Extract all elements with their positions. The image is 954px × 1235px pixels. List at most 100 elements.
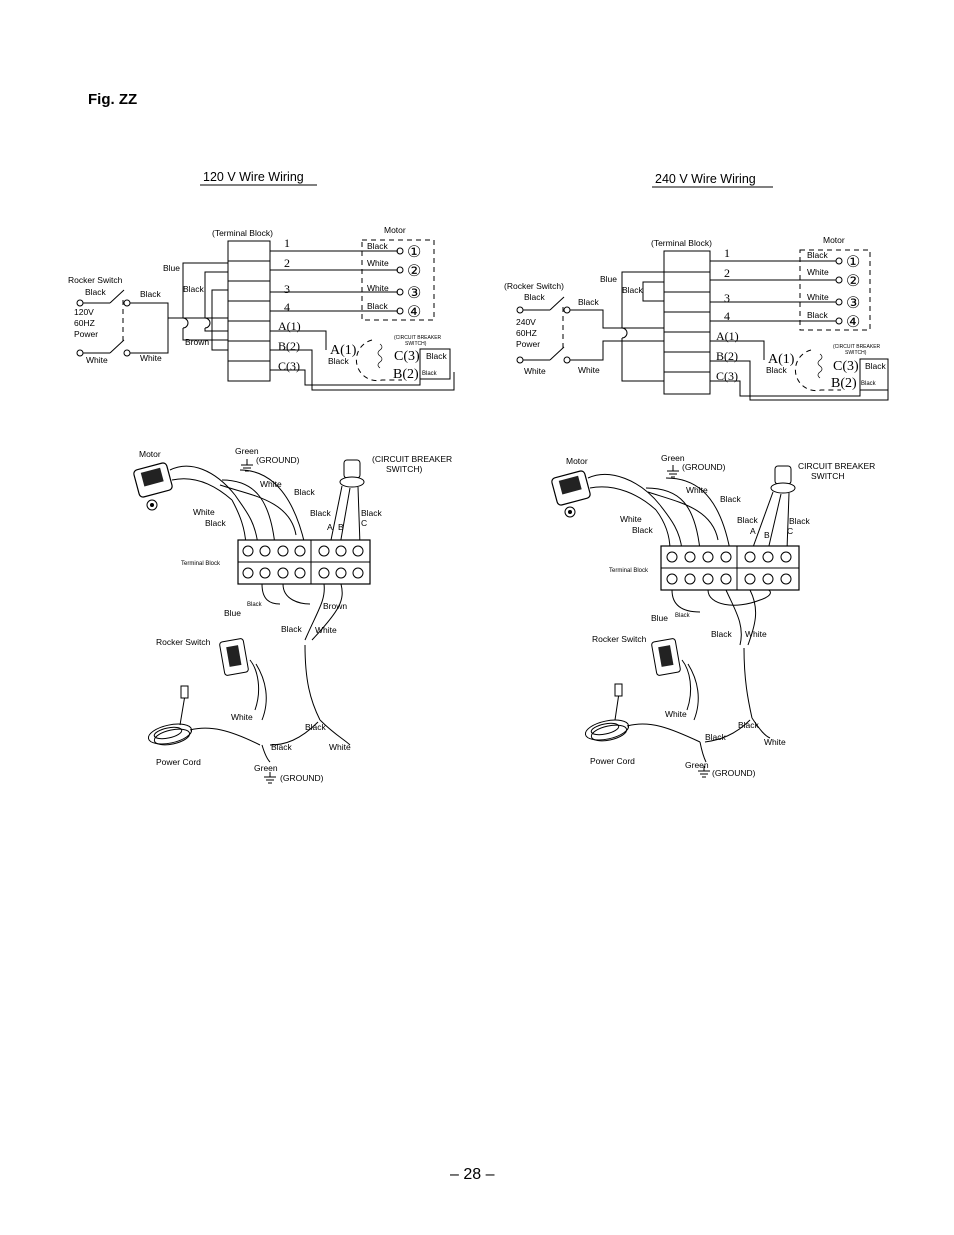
pict-a: A	[327, 522, 333, 532]
figure-label: Fig. ZZ	[88, 91, 138, 108]
terminal-240-a1: A(1)	[716, 329, 739, 343]
pict240-motor-label: Motor	[566, 456, 588, 466]
wire-240-white-label: White	[578, 365, 600, 375]
breaker-c3: C(3)	[394, 349, 420, 364]
breaker-label-2: SWITCH)	[405, 341, 427, 347]
pict-c: C	[361, 518, 367, 528]
breaker-240-black: Black	[766, 365, 788, 375]
pict240-black-4: Black	[789, 516, 811, 526]
power-240-60hz: 60HZ	[516, 328, 537, 338]
breaker-b2: B(2)	[393, 367, 419, 382]
pict-white-3: White	[315, 625, 337, 635]
pict-motor-label: Motor	[139, 449, 161, 459]
motor-white-2: White	[367, 258, 389, 268]
power-label: Power	[74, 329, 98, 339]
pict-black-7: Black	[305, 722, 327, 732]
breaker-240-label-1: (CIRCUIT BREAKER	[833, 344, 881, 350]
power-240v: 240V	[516, 317, 536, 327]
pict-black-5: Black	[247, 602, 263, 608]
motor-terminal-3: ③	[407, 285, 421, 302]
motor-240-white-2: White	[807, 267, 829, 277]
rocker-240-black: Black	[524, 292, 546, 302]
pict-rocker-label: Rocker Switch	[156, 637, 211, 647]
pict240-c: C	[787, 526, 793, 536]
wire-240-black-label: Black	[578, 297, 600, 307]
wire-white-label: White	[140, 353, 162, 363]
pict-breaker-label-2: SWITCH)	[386, 464, 423, 474]
breaker-black-c: Black	[426, 351, 448, 361]
pict240-power-cord-label: Power Cord	[590, 756, 635, 766]
power-60hz: 60HZ	[74, 318, 95, 328]
pict-green-2: Green	[254, 763, 278, 773]
breaker-a1: A(1)	[330, 343, 357, 358]
motor-240-terminal-4: ④	[846, 314, 860, 331]
pict-ground-2: (GROUND)	[280, 773, 324, 783]
pict240-white-4: White	[665, 709, 687, 719]
pict240-b: B	[764, 530, 770, 540]
rocker-switch-label: Rocker Switch	[68, 275, 123, 285]
motor-black-4: Black	[367, 301, 389, 311]
terminal-1: 1	[284, 236, 290, 250]
schematic-120v: 120 V Wire Wiring (Terminal Block) Motor…	[68, 170, 455, 391]
motor-240-black-1: Black	[807, 250, 829, 260]
pict-brown: Brown	[323, 601, 347, 611]
wire-240-blue-label: Blue	[600, 274, 617, 284]
pict-white-2: White	[193, 507, 215, 517]
pict-black-3: Black	[310, 508, 332, 518]
ground-icon	[264, 772, 276, 784]
terminal-c3: C(3)	[278, 359, 300, 373]
pict240-green: Green	[661, 453, 685, 463]
pict240-white-1: White	[686, 485, 708, 495]
breaker-240-c3: C(3)	[833, 359, 859, 374]
pictorial-120v: Motor Green (GROUND) (CIRCUIT BREAKER SW…	[133, 446, 452, 784]
pict240-white-2: White	[620, 514, 642, 524]
pict-power-cord-label: Power Cord	[156, 757, 201, 767]
wire-240-black-label-2: Black	[622, 285, 644, 295]
terminal-240-4: 4	[724, 309, 730, 323]
motor-240-terminal-1: ①	[846, 254, 860, 271]
wire-blue-label: Blue	[163, 263, 180, 273]
pict240-terminal-block	[660, 545, 800, 591]
breaker-switch-drawing	[329, 459, 365, 546]
pict240-black-2: Black	[632, 525, 654, 535]
pict240-black-3: Black	[737, 515, 759, 525]
pict240-ground: (GROUND)	[682, 462, 726, 472]
power-120v: 120V	[74, 307, 94, 317]
pict240-rocker-label: Rocker Switch	[592, 634, 647, 644]
pict240-breaker-1: CIRCUIT BREAKER	[798, 461, 875, 471]
rocker-black: Black	[85, 287, 107, 297]
motor-black-1: Black	[367, 241, 389, 251]
motor-white-3: White	[367, 283, 389, 293]
pict-black-6: Black	[281, 624, 303, 634]
pict-ground-label: (GROUND)	[256, 455, 300, 465]
terminal-a1: A(1)	[278, 319, 301, 333]
pict-black-4: Black	[361, 508, 383, 518]
pict240-black-1: Black	[720, 494, 742, 504]
breaker-black: Black	[328, 356, 350, 366]
terminal-block-label: (Terminal Block)	[212, 228, 273, 238]
terminal-b2: B(2)	[278, 339, 300, 353]
motor-240-black-4: Black	[807, 310, 829, 320]
pict-black-8: Black	[271, 742, 293, 752]
rocker-240-white: White	[524, 366, 546, 376]
rocker-white: White	[86, 355, 108, 365]
motor-240-white-3: White	[807, 292, 829, 302]
motor-label: Motor	[384, 225, 406, 235]
pict240-a: A	[750, 526, 756, 536]
terminal-block-label-240: (Terminal Block)	[651, 238, 712, 248]
motor-240-terminal-2: ②	[846, 273, 860, 290]
pict-green-label: Green	[235, 446, 259, 456]
pict-black-2: Black	[205, 518, 227, 528]
terminal-block-240	[663, 250, 711, 395]
pict-black-1: Black	[294, 487, 316, 497]
pictorial-240v: Motor Green (GROUND) CIRCUIT BREAKER SWI…	[551, 453, 875, 778]
pict240-black-7: Black	[738, 720, 760, 730]
terminal-240-3: 3	[724, 291, 730, 305]
pict-white-4: White	[231, 712, 253, 722]
motor-drawing	[551, 470, 661, 518]
pict-blue: Blue	[224, 608, 241, 618]
schematic-120v-title: 120 V Wire Wiring	[203, 170, 304, 184]
motor-label-240: Motor	[823, 235, 845, 245]
pict-b: B	[338, 522, 344, 532]
